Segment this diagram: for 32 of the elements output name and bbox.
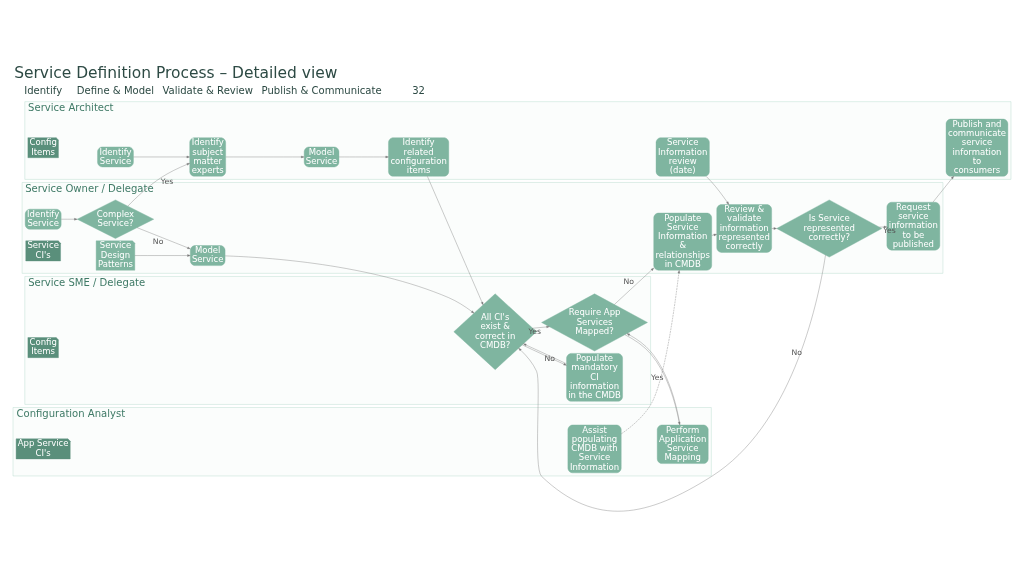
node-box: Service Information review (date) [655,137,710,177]
node-box: Assist populating CMDB with Service Information [567,424,622,474]
node-box: Perform Application Service Mapping [657,424,709,464]
arrow [134,254,191,257]
arrow [225,255,475,314]
arrow [61,218,78,221]
arrow [127,163,190,207]
node-box: Identify Service [97,146,134,168]
node-box: Populate Service Information & relationships in CMDB [653,212,712,271]
node-box: Model Service [190,245,226,266]
node-diamond: Complex Service? [77,199,154,239]
label: Identify [24,85,63,97]
arrow [706,176,729,205]
arrow [518,254,826,512]
node-box: Populate mandatory CI information in the CMDB [566,353,623,402]
node-box: Publish and communicate service information to consumers [945,118,1009,177]
node-diamond: Require App Services Mapped? [541,293,648,352]
arrow [427,176,484,306]
label: 32 [412,85,426,97]
arrow [136,227,191,249]
diagram-title: Service Definition Process – Detailed view [14,64,338,83]
arrow [771,227,777,230]
label: Publish & Communicate [261,85,382,97]
node-box: Identify related configuration items [388,137,449,177]
label: Validate & Review [162,85,253,97]
node-box: Identify Service [25,208,62,230]
arrow [614,267,654,305]
arrow [711,233,717,237]
label: Define & Model [76,85,155,97]
arrow [932,176,954,203]
node-box: Identify subject matter experts [189,137,226,177]
arrow [532,325,550,329]
